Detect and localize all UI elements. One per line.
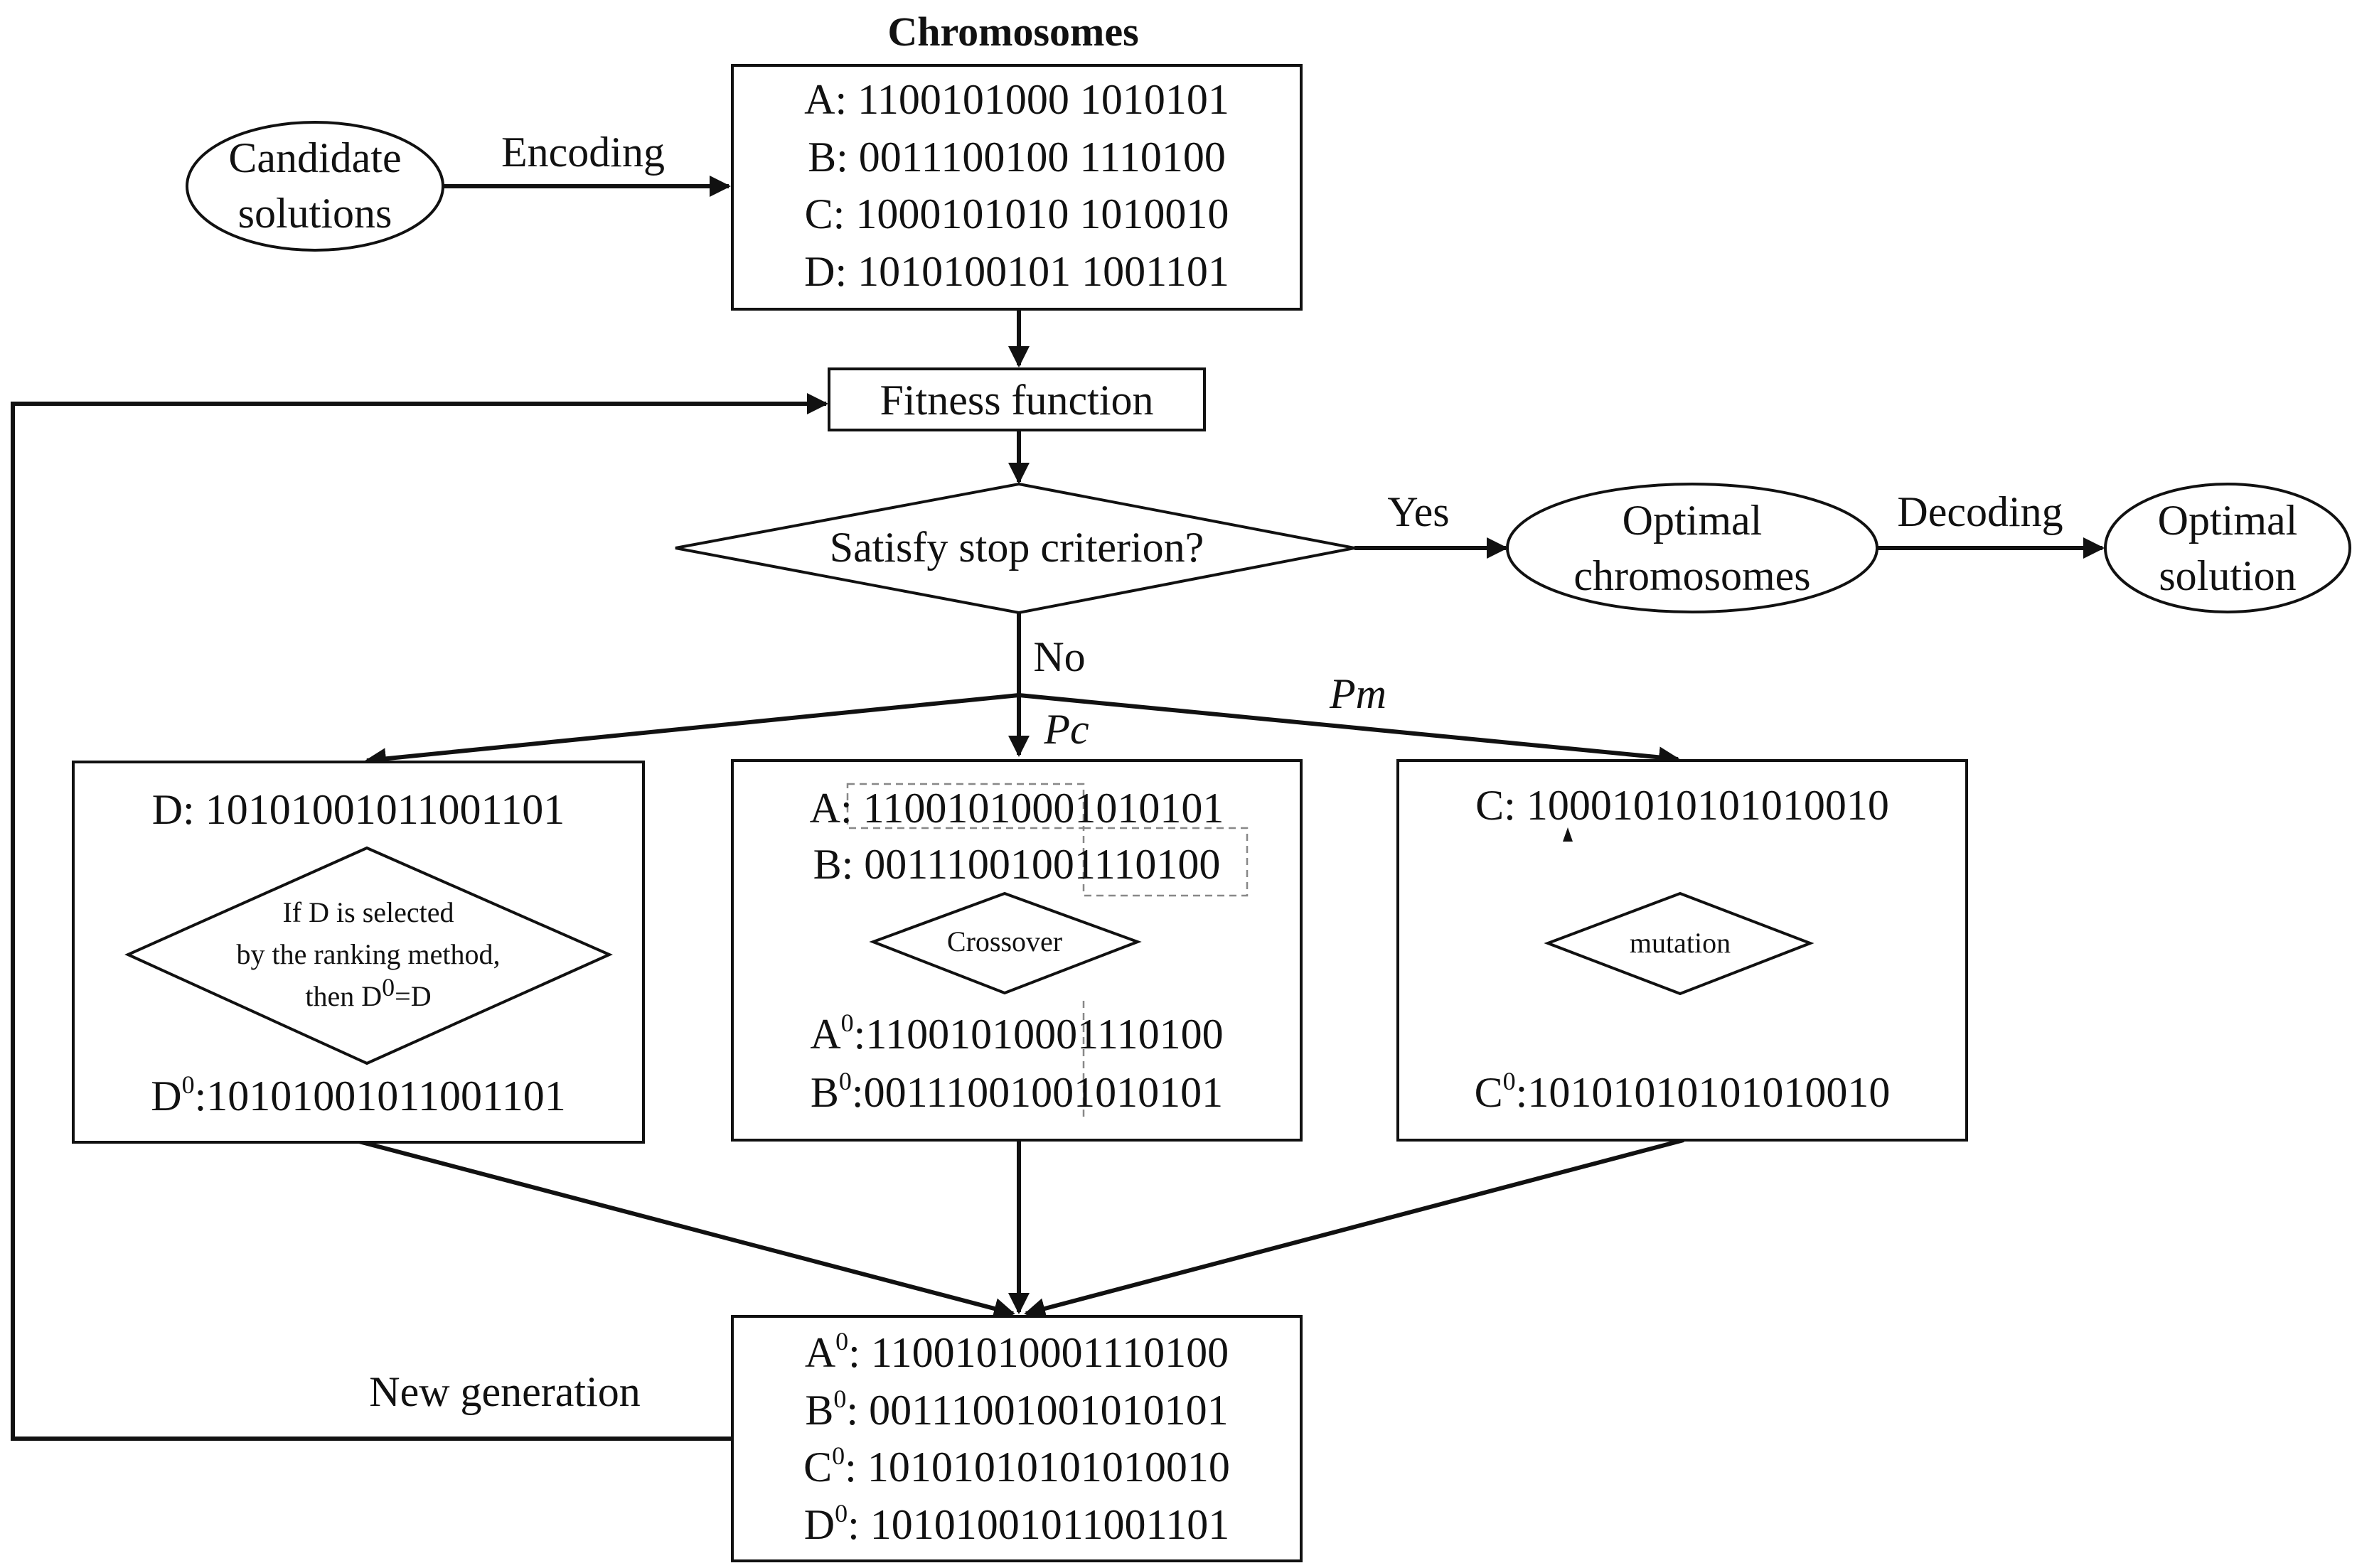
mutation-diamond <box>1544 891 1814 996</box>
crossover-label: Crossover <box>947 925 1062 957</box>
to-selection-arrow <box>365 693 1020 770</box>
optimal-chromosomes-node: Optimal chromosomes <box>1506 483 1878 613</box>
crossover-parent-a: A: 11001010001010101 <box>810 785 1224 832</box>
chromosome-b: B: 0011100100 1110100 <box>808 134 1226 181</box>
chromosome-c: C: 1000101010 1010010 <box>805 190 1229 237</box>
chromosome-a: A: 1100101000 1010101 <box>804 76 1229 123</box>
mutation-box: C: 10001010101010010 mutation C0:1010101… <box>1396 759 1968 1142</box>
optimal-solution-node: Optimal solution <box>2104 483 2351 613</box>
chromosomes-box: A: 1100101000 1010101 B: 0011100100 1110… <box>731 64 1303 311</box>
selection-diamond <box>124 846 613 1065</box>
optimal-chromosomes-line2: chromosomes <box>1573 552 1810 599</box>
optimal-chromosomes-ellipse <box>1506 483 1878 613</box>
mutation-point-marker-icon <box>1563 827 1573 842</box>
yes-label: Yes <box>1387 488 1449 535</box>
optimal-solution-line1: Optimal <box>2158 497 2298 544</box>
new-generation-d: D0: 10101001011001101 <box>804 1499 1230 1548</box>
chromosomes-rect <box>731 64 1303 311</box>
mutation-parent-c: C: 10001010101010010 <box>1475 782 1889 829</box>
encoding-label: Encoding <box>501 129 665 176</box>
new-generation-b: B0: 00111001001010101 <box>805 1385 1228 1434</box>
selection-to-new-generation-arrow <box>358 1139 1015 1319</box>
selection-rule-line1: If D is selected <box>282 896 454 928</box>
crossover-diamond <box>869 891 1142 995</box>
new-generation-c: C0: 10101010101010010 <box>803 1441 1230 1491</box>
mutation-to-new-generation-arrow <box>1024 1138 1684 1319</box>
crossover-segment-a-left <box>846 783 1085 829</box>
candidate-solutions-line2: solutions <box>238 190 392 237</box>
pc-label: Pc <box>1043 706 1089 753</box>
stop-criterion-node: Satisfy stop criterion? <box>675 482 1355 615</box>
candidate-solutions-line1: Candidate <box>228 134 401 181</box>
new-generation-label: New generation <box>369 1368 641 1415</box>
connectors <box>11 176 2105 1441</box>
stop-criterion-label: Satisfy stop criterion? <box>830 524 1204 571</box>
crossover-parent-b: B: 00111001001110100 <box>813 841 1221 888</box>
mutation-label: mutation <box>1630 927 1731 959</box>
chromosome-d: D: 1010100101 1001101 <box>804 248 1229 295</box>
optimal-chromosomes-line1: Optimal <box>1623 497 1763 544</box>
new-generation-a: A0: 11001010001110100 <box>805 1327 1229 1376</box>
selection-result: D0:10101001011001101 <box>151 1070 566 1119</box>
crossover-child-a: A0:11001010001110100 <box>810 1009 1223 1058</box>
crossover-box: A: 11001010001010101 B: 0011100100111010… <box>731 759 1303 1142</box>
fitness-function-rect <box>828 367 1206 431</box>
fitness-function-node: Fitness function <box>828 367 1206 431</box>
selection-rule-line3: then D0=D <box>305 973 431 1012</box>
loop-back-arrow <box>11 393 828 1441</box>
selection-box: D: 10101001011001101 If D is selected by… <box>72 761 645 1144</box>
selection-top-chromosome: D: 10101001011001101 <box>152 786 565 833</box>
mutation-child-c: C0:10101010101010010 <box>1475 1067 1891 1116</box>
crossover-segment-b-right <box>1082 827 1249 897</box>
no-label: No <box>1033 633 1085 680</box>
optimal-solution-line2: solution <box>2159 552 2296 599</box>
crossover-child-b: B0:00111001001010101 <box>811 1067 1223 1116</box>
pm-arrow <box>1018 693 1680 768</box>
decoding-label: Decoding <box>1897 488 2063 535</box>
pm-label: Pm <box>1329 670 1386 717</box>
new-generation-box: A0: 11001010001110100 B0: 00111001001010… <box>731 1315 1303 1562</box>
selection-rule-line2: by the ranking method, <box>236 938 500 970</box>
candidate-solutions-node: Candidate solutions <box>186 121 444 252</box>
fitness-function-label: Fitness function <box>880 377 1154 424</box>
candidate-solutions-ellipse <box>186 121 444 252</box>
optimal-solution-ellipse <box>2104 483 2351 613</box>
chromosomes-title: Chromosomes <box>887 9 1138 55</box>
new-generation-rect <box>731 1315 1303 1562</box>
stop-criterion-diamond <box>675 482 1355 615</box>
